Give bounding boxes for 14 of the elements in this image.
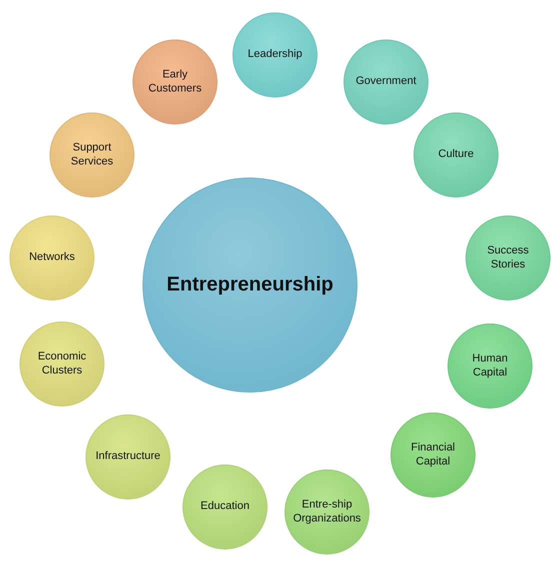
factor-label: Entre-ship Organizations xyxy=(293,498,361,526)
factor-label: Government xyxy=(354,75,418,89)
factor-label: Infrastructure xyxy=(94,450,162,464)
factor-label: Economic Clusters xyxy=(36,350,88,378)
factor-label: Culture xyxy=(437,148,475,162)
factor-label: Education xyxy=(200,500,250,514)
factor-label: Networks xyxy=(28,251,76,265)
factor-label: Early Customers xyxy=(147,68,203,96)
factor-label: Financial Capital xyxy=(410,441,456,469)
factor-label: Human Capital xyxy=(471,352,509,380)
factor-label: Leadership xyxy=(246,48,304,62)
central-label: Entrepreneurship xyxy=(166,272,334,298)
factor-label: Support Services xyxy=(70,141,114,169)
factor-label: Success Stories xyxy=(486,244,530,272)
